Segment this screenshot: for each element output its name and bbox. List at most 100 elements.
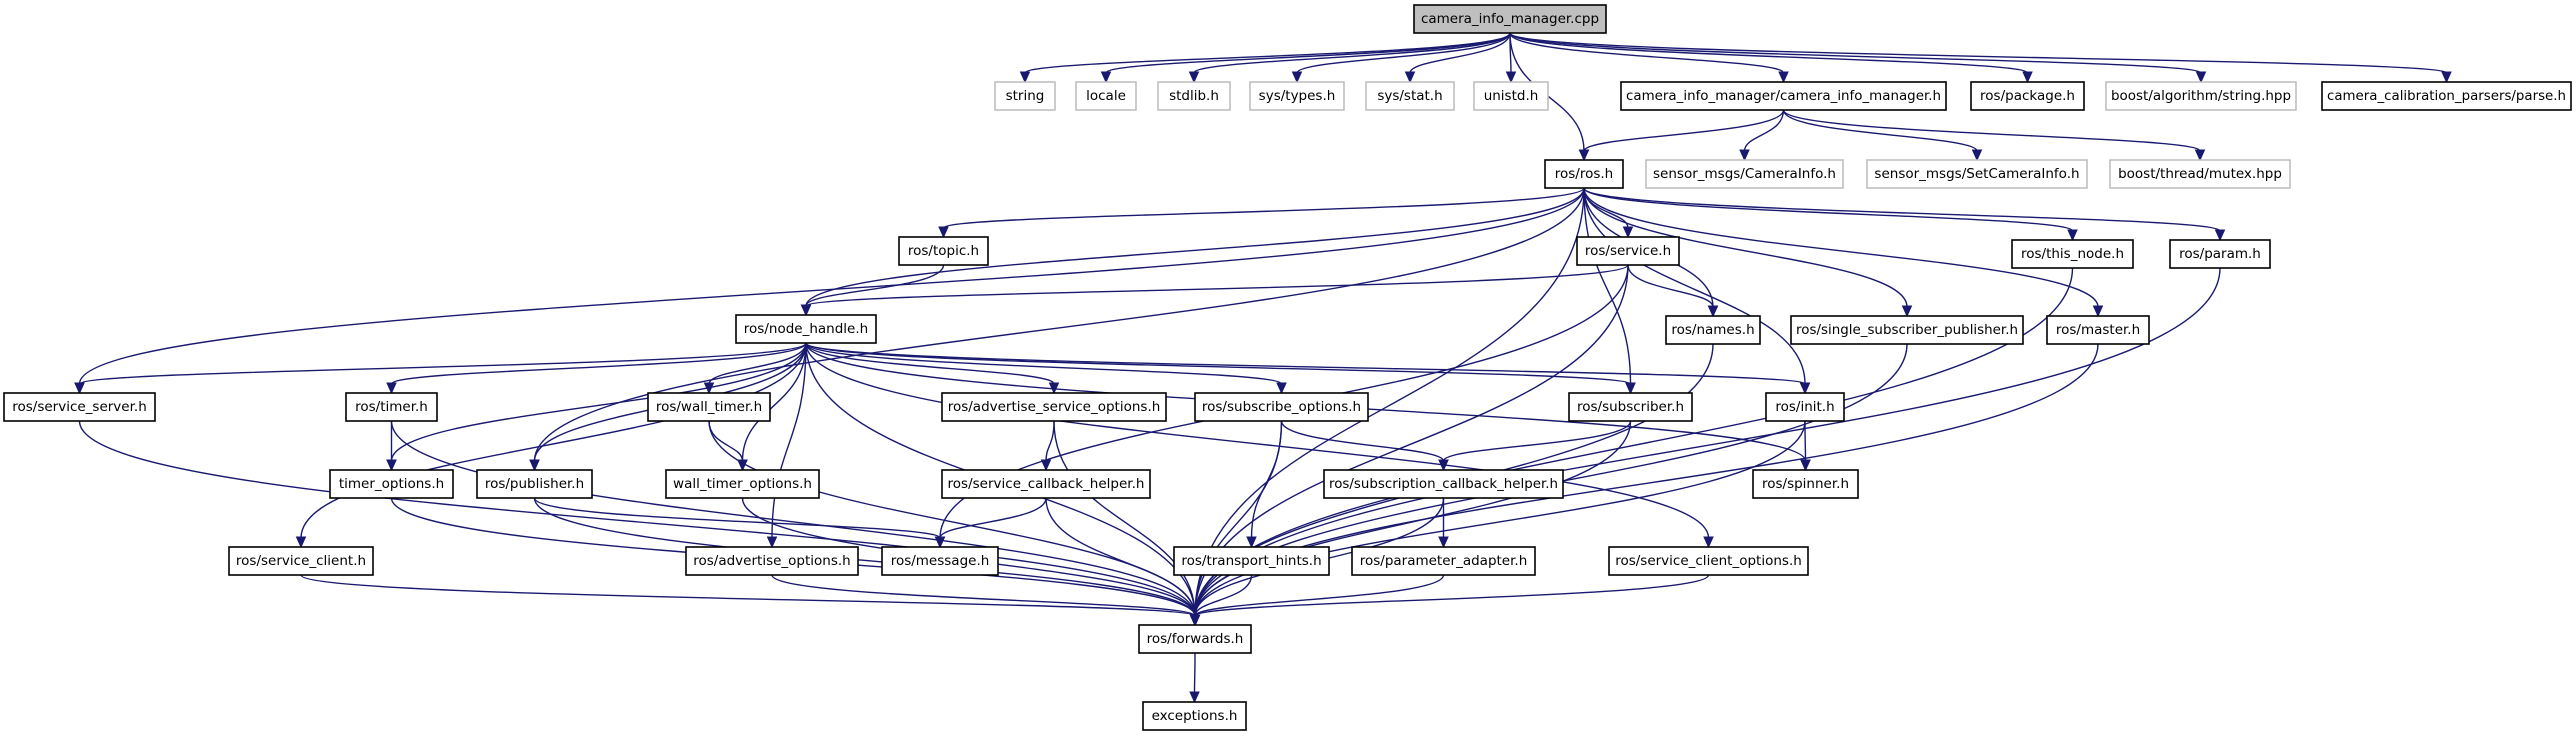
node-label: camera_calibration_parsers/parse.h <box>2327 88 2566 104</box>
node-label: ros/forwards.h <box>1147 631 1244 647</box>
edge-ros-to-publisher <box>533 187 1585 462</box>
node-label: unistd.h <box>1484 88 1539 104</box>
node-camera-calibration-parsers-parse-h[interactable]: camera_calibration_parsers/parse.h <box>2321 81 2572 111</box>
node-ros-parameter-adapter-h[interactable]: ros/parameter_adapter.h <box>1351 546 1536 576</box>
edge-walltimer-to-walltimeropts <box>708 420 744 462</box>
node-camera-info-manager-camera-info-manager-h[interactable]: camera_info_manager/camera_info_manager.… <box>1620 81 1947 111</box>
arrowhead-subscriber-to-subcb <box>1438 459 1449 472</box>
node-ros-advertise-options-h[interactable]: ros/advertise_options.h <box>685 546 859 576</box>
node-wall-timer-options-h[interactable]: wall_timer_options.h <box>665 469 820 499</box>
node-box <box>1249 81 1345 111</box>
node-ros-transport-hints-h[interactable]: ros/transport_hints.h <box>1173 546 1330 576</box>
node-ros-node-handle-h[interactable]: ros/node_handle.h <box>735 314 877 344</box>
node-box <box>1752 469 1859 499</box>
node-string: string <box>994 81 1056 111</box>
node-box <box>1413 4 1607 34</box>
arrowhead-nodehandle-to-sco <box>1703 536 1714 549</box>
node-label: boost/thread/mutex.hpp <box>2118 166 2282 182</box>
node-camera-info-manager-cpp[interactable]: camera_info_manager.cpp <box>1413 4 1607 34</box>
node-ros-subscribe-options-h[interactable]: ros/subscribe_options.h <box>1194 392 1369 422</box>
node-ros-service-client-options-h[interactable]: ros/service_client_options.h <box>1608 546 1809 576</box>
node-box <box>1790 315 2024 345</box>
node-ros-init-h[interactable]: ros/init.h <box>1765 392 1845 422</box>
node-ros-service-server-h[interactable]: ros/service_server.h <box>3 392 156 422</box>
arrowhead-cim-to-setcaminfo <box>1971 149 1983 162</box>
node-ros-advertise-service-options-h[interactable]: ros/advertise_service_options.h <box>941 392 1167 422</box>
arrowhead-nodehandle-to-timer <box>386 382 397 395</box>
edge-nodehandle-to-aso <box>805 342 1055 385</box>
node-ros-spinner-h[interactable]: ros/spinner.h <box>1752 469 1859 499</box>
node-box <box>735 314 877 344</box>
node-ros-names-h[interactable]: ros/names.h <box>1665 315 1761 345</box>
node-ros-service-h[interactable]: ros/service.h <box>1576 236 1680 266</box>
arrowhead-forwards-to-exceptions <box>1189 691 1200 704</box>
edge-nodehandle-to-sco <box>805 342 1710 539</box>
node-label: ros/subscriber.h <box>1577 399 1684 415</box>
node-ros-param-h[interactable]: ros/param.h <box>2169 239 2271 269</box>
arrowhead-ros-to-master <box>2092 305 2104 318</box>
arrowhead-ros-to-service <box>1622 226 1634 239</box>
node-label: boost/algorithm/string.hpp <box>2111 88 2291 104</box>
arrowhead-nodehandle-to-publisher <box>529 459 540 472</box>
node-sys-stat-h: sys/stat.h <box>1365 81 1455 111</box>
node-box <box>1866 159 2088 189</box>
node-box <box>3 392 156 422</box>
edge-ros-to-thisnode <box>1583 187 2074 232</box>
edge-topic-to-nodehandle <box>805 264 945 307</box>
node-ros-wall-timer-h[interactable]: ros/wall_timer.h <box>647 392 771 422</box>
node-label: wall_timer_options.h <box>673 476 812 492</box>
node-ros-ros-h[interactable]: ros/ros.h <box>1544 159 1624 189</box>
node-label: ros/service.h <box>1585 243 1671 259</box>
node-label: ros/subscription_callback_helper.h <box>1329 476 1558 492</box>
node-label: ros/node_handle.h <box>744 321 868 337</box>
node-label: ros/service_client.h <box>236 553 366 569</box>
node-label: stdlib.h <box>1169 88 1219 104</box>
node-ros-topic-h[interactable]: ros/topic.h <box>898 236 989 266</box>
node-timer-options-h[interactable]: timer_options.h <box>329 469 454 499</box>
node-box <box>1665 315 1761 345</box>
node-ros-subscription-callback-helper-h[interactable]: ros/subscription_callback_helper.h <box>1323 469 1564 499</box>
node-ros-this-node-h[interactable]: ros/this_node.h <box>2011 239 2134 269</box>
arrowhead-cim-to-mutex <box>2194 149 2206 162</box>
node-sys-types-h: sys/types.h <box>1249 81 1345 111</box>
node-box <box>345 392 438 422</box>
arrowhead-root-to-cim <box>1778 71 1789 84</box>
node-ros-timer-h[interactable]: ros/timer.h <box>345 392 438 422</box>
node-box <box>1173 546 1330 576</box>
node-exceptions-h[interactable]: exceptions.h <box>1142 701 1247 731</box>
node-ros-package-h[interactable]: ros/package.h <box>1970 81 2085 111</box>
edge-publisher-to-message <box>533 497 941 539</box>
node-ros-master-h[interactable]: ros/master.h <box>2046 315 2150 345</box>
edge-ros-to-init <box>1583 187 1806 385</box>
node-label: ros/init.h <box>1775 399 1834 415</box>
node-ros-single-subscriber-publisher-h[interactable]: ros/single_subscriber_publisher.h <box>1790 315 2024 345</box>
node-box <box>1365 81 1455 111</box>
edge-ros-to-subscriber <box>1583 187 1632 385</box>
node-ros-publisher-h[interactable]: ros/publisher.h <box>476 469 593 499</box>
arrowhead-service-to-nodehandle <box>800 304 812 317</box>
edge-walltimer-to-forwards <box>708 420 1196 617</box>
node-box <box>1970 81 2085 111</box>
node-ros-subscriber-h[interactable]: ros/subscriber.h <box>1568 392 1693 422</box>
arrowhead-sch-to-message <box>934 536 946 549</box>
node-ros-message-h[interactable]: ros/message.h <box>881 546 999 576</box>
node-label: sys/types.h <box>1259 88 1336 104</box>
node-ros-service-client-h[interactable]: ros/service_client.h <box>228 546 374 576</box>
node-label: ros/timer.h <box>355 399 428 415</box>
arrowhead-nodehandle-to-serviceserver <box>74 382 85 395</box>
node-ros-forwards-h[interactable]: ros/forwards.h <box>1138 624 1252 654</box>
node-locale: locale <box>1075 81 1137 111</box>
node-box <box>2109 159 2291 189</box>
node-label: ros/spinner.h <box>1762 476 1849 492</box>
node-label: ros/transport_hints.h <box>1181 553 1321 569</box>
node-label: camera_info_manager.cpp <box>1421 11 1599 27</box>
node-box <box>685 546 859 576</box>
node-label: ros/topic.h <box>908 243 979 259</box>
node-ros-service-callback-helper-h[interactable]: ros/service_callback_helper.h <box>941 469 1151 499</box>
node-label: ros/this_node.h <box>2021 246 2124 262</box>
edge-cim-to-ros <box>1583 109 1785 152</box>
node-label: ros/ros.h <box>1555 166 1614 182</box>
node-label: ros/names.h <box>1671 322 1754 338</box>
edge-ros-to-ssp <box>1583 187 1908 308</box>
